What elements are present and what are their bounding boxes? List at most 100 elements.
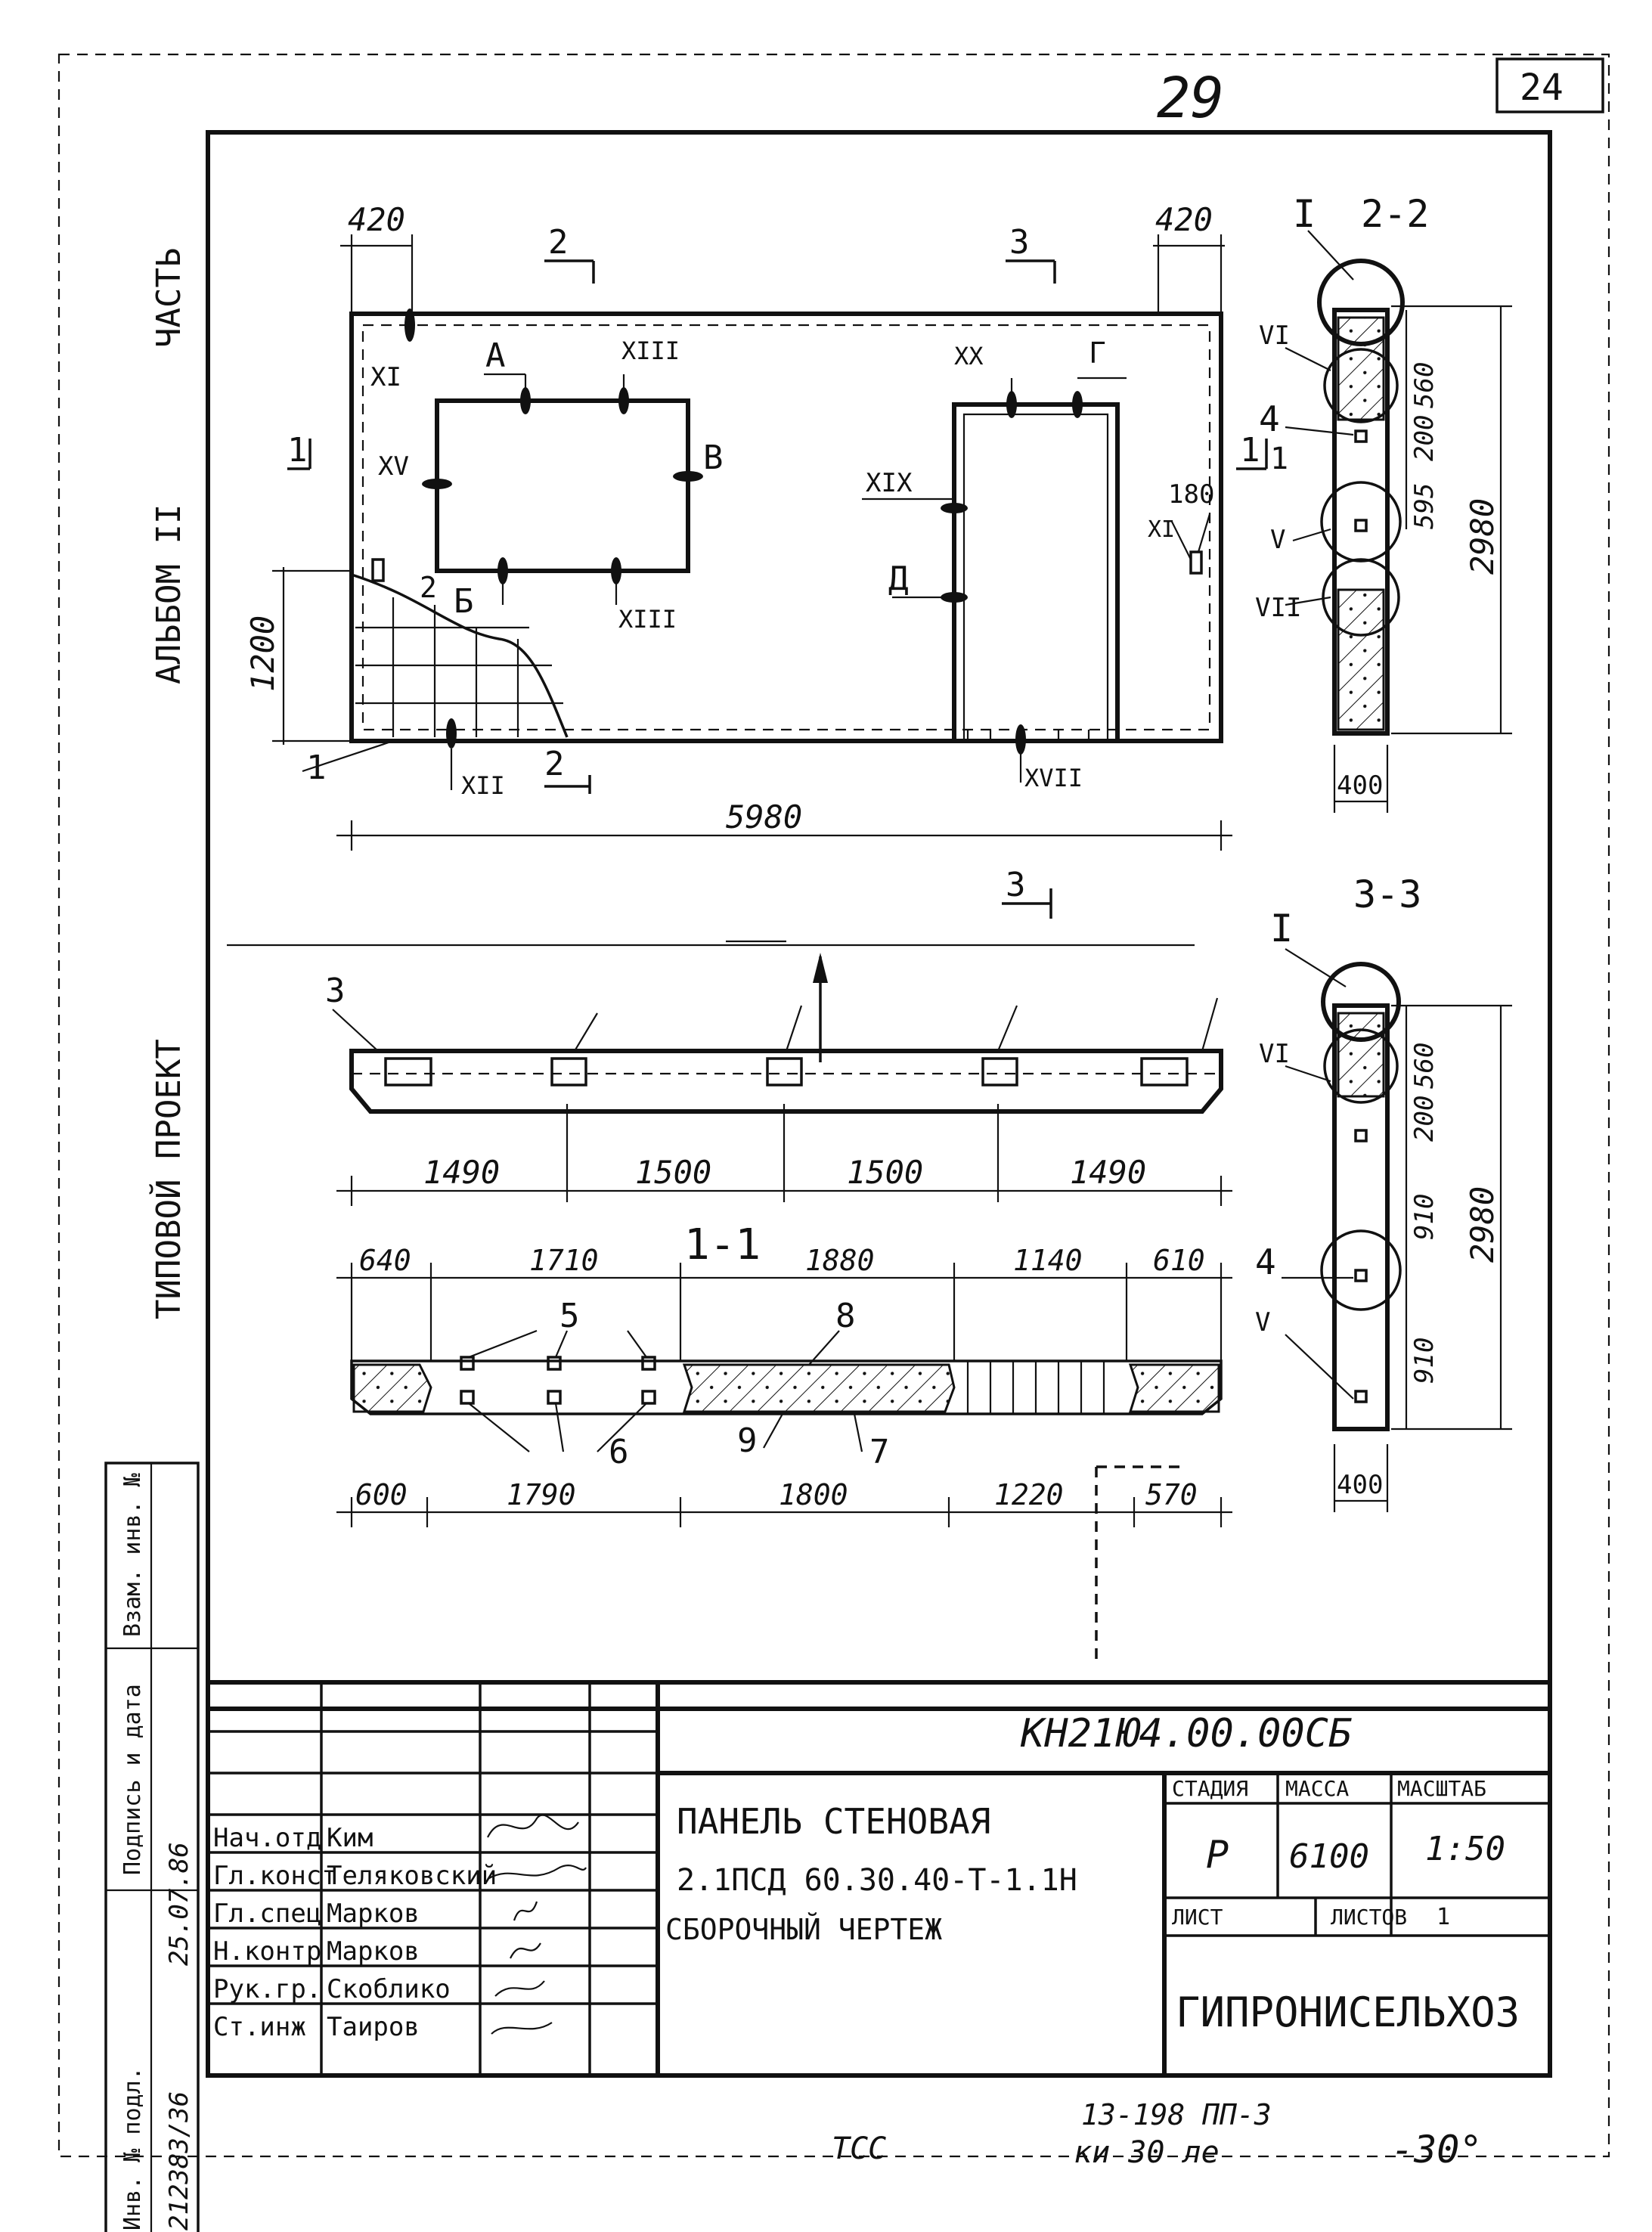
section-mark-2-top: 2 — [548, 223, 569, 262]
section-11-dim-bottom-1: 600 — [355, 1478, 408, 1511]
tb-role-4: Н.контр — [213, 1936, 321, 1967]
section-11-dim-bottom-4: 1220 — [994, 1478, 1064, 1511]
tb-sheets-label: ЛИСТОВ — [1331, 1905, 1407, 1930]
section-22-node-I: I — [1293, 192, 1316, 236]
part-label: ЧАСТЬ — [150, 248, 188, 348]
stamp-header-sign: Подпись и дата — [119, 1684, 146, 1875]
section-33-dim-560: 560 — [1409, 1043, 1440, 1089]
section-22-dim-2980: 2980 — [1464, 498, 1501, 575]
tb-header-mass: МАССА — [1285, 1776, 1349, 1801]
tb-role-2: Гл.конст — [213, 1861, 337, 1891]
section-33-dim-910-b: 910 — [1409, 1338, 1440, 1384]
bottom-note-3: ки 30 ле — [1074, 2135, 1220, 2170]
top-view-dim-1: 1490 — [423, 1154, 500, 1191]
section-22-node-1: 1 — [1270, 442, 1288, 476]
section-11-item-9: 9 — [737, 1421, 758, 1460]
tb-name-3: Марков — [327, 1899, 420, 1929]
node-B: Б — [454, 582, 474, 621]
section-11-dim-top-5: 610 — [1153, 1244, 1205, 1277]
node-A: А — [485, 336, 506, 375]
tb-header-scale: МАСШТАБ — [1397, 1776, 1486, 1801]
section-11-title: 1-1 — [684, 1220, 761, 1269]
section-3-3: 3-3 I VI 4 V 560 200 910 910 2980 4 — [1255, 873, 1512, 1512]
node-XX: XX — [954, 342, 984, 370]
designation: КН21Ю4.00.00СБ — [1020, 1711, 1352, 1756]
node-XIX: XIX — [866, 468, 913, 498]
tb-sheet-label: ЛИСТ — [1172, 1905, 1223, 1930]
tb-sheets-value: 1 — [1437, 1904, 1450, 1930]
node-XI-right: XI — [1148, 516, 1175, 543]
node-XIII-top: XIII — [621, 336, 680, 365]
title-block: Нач.отд Ким Гл.конст Теляковский Гл.спец… — [206, 1680, 1552, 2078]
section-mark-1-left: 1 — [287, 431, 308, 470]
tb-title-line-3: СБОРОЧНЫЙ ЧЕРТЕЖ — [665, 1913, 942, 1946]
section-11-item-7: 7 — [869, 1433, 890, 1471]
section-22-node-VII: VII — [1255, 593, 1301, 623]
node-D: Д — [888, 560, 909, 598]
album-label: АЛЬБОМ II — [150, 504, 188, 684]
tb-name-6: Таиров — [327, 2012, 420, 2042]
section-33-title: 3-3 — [1353, 873, 1421, 916]
section-11-item-6: 6 — [609, 1433, 629, 1471]
section-22-title: 2-2 — [1361, 192, 1429, 236]
section-33-node-VI: VI — [1259, 1039, 1290, 1069]
section-22-dim-400: 400 — [1337, 770, 1383, 801]
section-33-node-4: 4 — [1255, 1242, 1276, 1282]
top-view-item-3: 3 — [325, 972, 346, 1010]
page-number: 29 — [1157, 66, 1224, 131]
front-dim-length: 5980 — [726, 798, 802, 835]
node-V: В — [703, 439, 724, 477]
tb-name-1: Ким — [327, 1823, 373, 1853]
section-11-item-8: 8 — [835, 1297, 856, 1335]
front-dim-left-420: 420 — [348, 201, 405, 238]
section-33-node-V: V — [1255, 1307, 1270, 1338]
top-view-dim-2: 1500 — [635, 1154, 711, 1191]
section-11-dim-top-2: 1710 — [529, 1244, 599, 1277]
front-view: 420 420 5980 1200 2 3 1 1 2 — [244, 201, 1268, 851]
tb-organization: ГИПРОНИСЕЛЬХОЗ — [1176, 1989, 1520, 2036]
sheet-border — [57, 53, 1610, 2158]
section-22-node-4: 4 — [1259, 398, 1280, 439]
tb-title-line-2: 2.1ПСД 60.30.40-Т-1.1Н — [677, 1863, 1077, 1898]
signatures — [487, 1814, 587, 2035]
section-11-dim-top-1: 640 — [359, 1244, 411, 1277]
stamp-header-replace: Взам. инв. № — [119, 1473, 146, 1637]
tb-value-scale: 1:50 — [1425, 1830, 1505, 1868]
section-22-node-V: V — [1270, 525, 1285, 555]
section-11-dim-bottom-3: 1800 — [779, 1478, 848, 1511]
section-11-dim-bottom-5: 570 — [1145, 1478, 1198, 1511]
section-33-node-I: I — [1270, 907, 1293, 950]
tb-role-6: Ст.инж — [213, 2012, 306, 2042]
node-XVII: XVII — [1024, 764, 1083, 792]
node-G: Г — [1089, 336, 1106, 370]
top-view-dim-4: 1490 — [1070, 1154, 1146, 1191]
tb-name-4: Марков — [327, 1936, 420, 1967]
tb-name-2: Теляковский — [327, 1861, 497, 1891]
section-22-dim-560: 560 — [1409, 362, 1440, 408]
section-2-2: 2-2 I VI 4 1 V VII 560 200 — [1255, 192, 1512, 813]
side-margin: ЧАСТЬ АЛЬБОМ II ТИПОВОЙ ПРОЕКТ — [148, 248, 188, 1319]
bottom-note-2: ТСС — [832, 2131, 886, 2166]
section-mark-3-top: 3 — [1009, 223, 1030, 262]
section-11-dim-bottom-2: 1790 — [507, 1478, 576, 1511]
node-XV: XV — [378, 451, 409, 482]
section-22-dim-595: 595 — [1409, 483, 1440, 529]
tb-name-5: Скоблико — [327, 1974, 451, 2004]
bottom-note-1: 13-198 ПП-3 — [1081, 2098, 1272, 2131]
node-XI-left: XI — [370, 362, 401, 392]
section-33-dim-200: 200 — [1409, 1096, 1440, 1142]
sheet-corner-number: 24 — [1520, 67, 1564, 109]
node-2-small: 2 — [420, 571, 437, 604]
section-33-dim-2980: 2980 — [1464, 1186, 1501, 1263]
section-mark-1-right: 1 — [1240, 431, 1260, 470]
bottom-note-4: -30° — [1391, 2128, 1482, 2172]
top-view-dim-3: 1500 — [847, 1154, 923, 1191]
left-stamp: Инв. № подл. Подпись и дата Взам. инв. №… — [104, 1462, 200, 2232]
tb-value-mass: 6100 — [1289, 1837, 1369, 1876]
top-view-section-mark-3: 3 — [1006, 866, 1026, 904]
tb-role-3: Гл.спец — [213, 1899, 321, 1929]
front-dim-height: 1200 — [244, 615, 281, 692]
section-33-dim-910-a: 910 — [1409, 1194, 1440, 1240]
section-33-dim-400: 400 — [1337, 1470, 1383, 1500]
